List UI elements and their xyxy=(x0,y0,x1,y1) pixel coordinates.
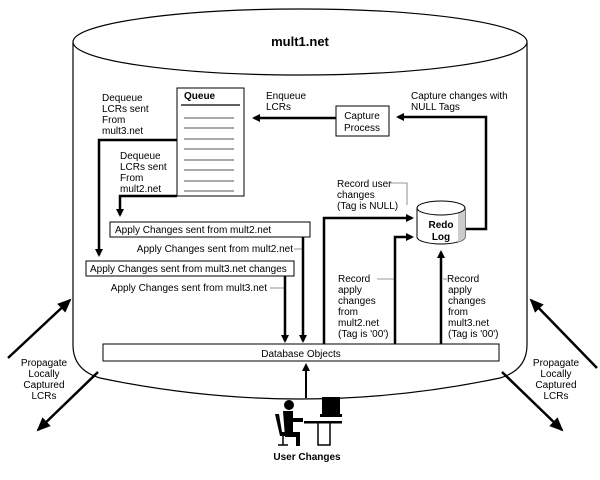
svg-text:LCRs: LCRs xyxy=(543,391,568,402)
svg-text:Propagate: Propagate xyxy=(21,358,68,369)
svg-text:Dequeue: Dequeue xyxy=(120,151,161,162)
queue: Queue xyxy=(176,87,245,197)
database-objects-box: Database Objects xyxy=(102,343,500,362)
record-user-label: Record user changes (Tag is NULL) xyxy=(337,179,398,212)
record-user-leader xyxy=(390,182,408,205)
propagate-left-in-arrow xyxy=(7,298,72,359)
dequeue-mult3-arrow xyxy=(95,138,177,257)
apply-sent-mult2-label: Apply Changes sent from mult2.net xyxy=(137,244,293,255)
capture-changes-label: Capture changes with NULL Tags xyxy=(411,91,508,113)
svg-text:LCRs: LCRs xyxy=(31,391,56,402)
capture-process-box xyxy=(335,105,390,137)
capture-changes-arrow xyxy=(396,113,488,231)
svg-text:NULL Tags: NULL Tags xyxy=(411,102,460,113)
database-name: mult1.net xyxy=(271,34,329,49)
svg-text:Apply Changes sent from mult3.: Apply Changes sent from mult3.net change… xyxy=(90,264,287,275)
enqueue-label: Enqueue LCRs xyxy=(266,91,306,113)
svg-text:Locally: Locally xyxy=(540,369,571,380)
propagate-right-label: Propagate Locally Captured LCRs xyxy=(533,358,580,402)
svg-text:changes: changes xyxy=(338,296,376,307)
record-apply-mult3-label: Record apply changes from mult3.net (Tag… xyxy=(447,274,499,340)
svg-text:mult2.net: mult2.net xyxy=(338,318,379,329)
capture-process: Capture Process xyxy=(335,105,390,137)
dequeue-mult2-arrow xyxy=(116,194,177,217)
queue-entries xyxy=(184,117,234,192)
svg-text:changes: changes xyxy=(337,190,375,201)
svg-text:LCRs: LCRs xyxy=(266,102,291,113)
svg-text:mult2.net: mult2.net xyxy=(120,184,161,195)
svg-text:(Tag is '00'): (Tag is '00') xyxy=(338,329,389,340)
svg-text:apply: apply xyxy=(338,285,362,296)
svg-text:Record user: Record user xyxy=(337,179,392,190)
user-at-computer-icon: User Changes xyxy=(273,397,342,463)
apply-mult3-box: Apply Changes sent from mult3.net change… xyxy=(85,260,295,277)
svg-text:Captured: Captured xyxy=(535,380,576,391)
propagate-right-in-arrow xyxy=(529,298,598,369)
queue-title: Queue xyxy=(184,91,216,102)
svg-text:Record: Record xyxy=(447,274,479,285)
cylinder-top xyxy=(72,8,528,76)
svg-text:from: from xyxy=(448,307,468,318)
record-apply-mult2-label: Record apply changes from mult2.net (Tag… xyxy=(338,274,389,340)
dequeue-mult3-label: Dequeue LCRs sent From mult3.net xyxy=(102,93,149,137)
svg-text:Propagate: Propagate xyxy=(533,358,580,369)
svg-text:Process: Process xyxy=(344,123,380,134)
svg-text:LCRs sent: LCRs sent xyxy=(102,104,149,115)
svg-text:Captured: Captured xyxy=(23,380,64,391)
svg-text:Log: Log xyxy=(432,232,450,243)
record-apply-mult2-arrow xyxy=(393,233,414,344)
svg-text:Apply Changes sent from mult2.: Apply Changes sent from mult2.net xyxy=(115,225,271,236)
dequeue-mult2-label: Dequeue LCRs sent From mult2.net xyxy=(120,151,167,195)
svg-text:(Tag is NULL): (Tag is NULL) xyxy=(337,201,398,212)
svg-text:LCRs sent: LCRs sent xyxy=(120,162,167,173)
redo-log: Redo Log xyxy=(416,200,466,245)
svg-text:mult3.net: mult3.net xyxy=(448,318,489,329)
svg-text:Record: Record xyxy=(338,274,370,285)
svg-text:mult3.net: mult3.net xyxy=(102,126,143,137)
user-changes-label: User Changes xyxy=(273,452,341,463)
svg-text:changes: changes xyxy=(448,296,486,307)
propagate-left-label: Propagate Locally Captured LCRs xyxy=(21,358,68,402)
propagate-right-out-arrow xyxy=(501,371,564,432)
svg-text:Enqueue: Enqueue xyxy=(266,91,306,102)
apply-mult2-box: Apply Changes sent from mult2.net xyxy=(109,221,311,238)
svg-text:Redo: Redo xyxy=(429,220,454,231)
queue-box xyxy=(176,87,245,197)
svg-text:From: From xyxy=(102,115,125,126)
svg-text:(Tag is '00'): (Tag is '00') xyxy=(448,329,499,340)
svg-text:from: from xyxy=(338,307,358,318)
record-user-arrow xyxy=(322,214,414,344)
propagate-left-out-arrow xyxy=(36,371,99,432)
svg-text:Database Objects: Database Objects xyxy=(261,349,341,360)
svg-text:Capture: Capture xyxy=(344,111,380,122)
svg-text:Dequeue: Dequeue xyxy=(102,93,143,104)
svg-text:Capture changes with: Capture changes with xyxy=(411,91,508,102)
svg-text:Locally: Locally xyxy=(28,369,59,380)
apply-sent-mult3-label: Apply Changes sent from mult3.net xyxy=(111,283,267,294)
svg-text:apply: apply xyxy=(448,285,472,296)
svg-text:From: From xyxy=(120,173,143,184)
